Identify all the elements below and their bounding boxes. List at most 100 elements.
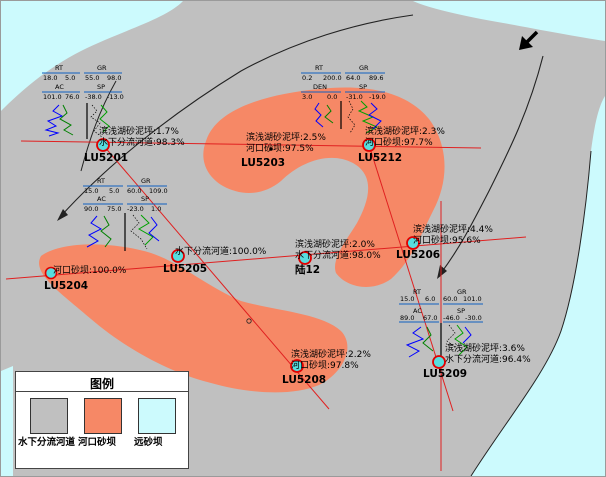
log-lu5205-sp-name: SP: [141, 195, 149, 203]
log-lu5201-gr-max: 98.0: [107, 74, 121, 82]
log-lu5201-rt-min: 18.0: [43, 74, 57, 82]
log-lu5209-gr-name: GR: [457, 288, 467, 296]
cyan-facies-top-left: [1, 1, 183, 111]
well-lu5209-note-2: 水下分流河道:96.4%: [445, 353, 531, 365]
well-lu12-name: 陆12: [295, 263, 320, 276]
well-lu5203-note-2: 河口砂坝:97.5%: [246, 142, 314, 154]
log-lu5212-gr-min: 64.0: [346, 74, 360, 82]
log-lu5205-gr-name: GR: [141, 177, 151, 185]
well-lu5205[interactable]: 水下分流河道:100.0% LU5205: [163, 245, 267, 275]
log-lu5205-rt-min: 15.0: [84, 187, 98, 195]
cyan-facies-bottom-left: [1, 366, 13, 476]
log-lu5212-sp-max: -19.0: [369, 93, 386, 101]
log-lu5201-ac-name: AC: [55, 83, 64, 91]
well-lu5206-note-2: 河口砂坝:95.6%: [413, 234, 481, 246]
well-lu5204-note-1: 河口砂坝:100.0%: [53, 264, 127, 276]
log-lu5212-gr-name: GR: [359, 64, 369, 72]
log-lu5209-ac-max: 67.0: [423, 314, 437, 322]
log-lu5201-gr-name: GR: [97, 64, 107, 72]
well-lu5208[interactable]: 滨浅湖砂泥坪:2.2% 河口砂坝:97.8% LU5208: [282, 348, 371, 386]
well-lu5206-name: LU5206: [396, 249, 440, 261]
well-lu5212-name: LU5212: [358, 152, 402, 164]
log-lu5212-rt-min: 0.2: [302, 74, 312, 82]
well-lu5201-name: LU5201: [84, 152, 128, 164]
log-lu5205-rt-name: RT: [97, 177, 105, 185]
log-lu5205-rt-max: 5.0: [109, 187, 119, 195]
boundary-curve-bottom-right: [470, 150, 592, 476]
log-lu5212-den-min: 3.0: [302, 93, 312, 101]
orange-facies-crescent: [203, 87, 445, 287]
well-lu12[interactable]: 滨浅湖砂泥坪:2.0% 水下分流河道:98.0% 陆12: [295, 238, 381, 276]
log-lu5209-rt-name: RT: [413, 288, 421, 296]
orange-facies-lower-lobe: [39, 244, 348, 393]
log-lu5201-ac-max: 76.0: [65, 93, 79, 101]
well-lu5201-note-2: 水下分流河道:98.3%: [99, 136, 185, 148]
boundary-curve-upper: [60, 14, 414, 217]
legend-swatch-cyan: [138, 398, 176, 434]
log-lu5205-sp-min: -23.0: [127, 205, 144, 213]
well-lu5204[interactable]: 河口砂坝:100.0% LU5204: [44, 264, 127, 292]
legend-title: 图例: [89, 377, 114, 391]
log-lu5212-rt-name: RT: [315, 64, 323, 72]
log-lu5201-rt-max: 5.0: [65, 74, 75, 82]
control-point: [246, 318, 252, 324]
well-lu5209[interactable]: 滨浅湖砂泥坪:3.6% 水下分流河道:96.4% LU5209: [423, 342, 531, 380]
log-lu5201-gr-min: 55.0: [85, 74, 99, 82]
log-lu5212-rt-max: 200.0: [323, 74, 342, 82]
boundary-arrow-upper: [57, 209, 68, 221]
cyan-facies-right: [471, 96, 605, 476]
legend-label-gray: 水下分流河道: [18, 437, 76, 448]
log-lu5209-rt-max: 6.0: [425, 295, 435, 303]
log-lu5205-ac-name: AC: [97, 195, 106, 203]
well-lu5205-note-1: 水下分流河道:100.0%: [175, 245, 267, 257]
boundary-curve-left: [80, 80, 117, 172]
well-lu12-note-2: 水下分流河道:98.0%: [295, 249, 381, 261]
boundary-arrow-right: [437, 265, 447, 279]
log-lu5209-sp-name: SP: [457, 307, 465, 315]
well-lu5208-name: LU5208: [282, 374, 326, 386]
well-lu5201[interactable]: 滨浅湖砂泥坪:1.7% 水下分流河道:98.3% LU5201: [84, 125, 185, 164]
well-lu5205-name: LU5205: [163, 263, 207, 275]
log-lu5212-sp-name: SP: [359, 83, 367, 91]
log-lu5205-sp-max: 1.0: [151, 205, 161, 213]
log-lu5212-gr-max: 89.6: [369, 74, 383, 82]
legend-swatch-orange: [84, 398, 122, 434]
legend-divider: [16, 391, 188, 392]
well-lu5203-note-1: 滨浅湖砂泥坪:2.5%: [246, 131, 326, 143]
log-lu5212-sp-min: -31.0: [346, 93, 363, 101]
well-lu5212[interactable]: 滨浅湖砂泥坪:2.3% 河口砂坝:97.7% LU5212: [358, 125, 445, 164]
log-lu5201-rt-name: RT: [55, 64, 63, 72]
log-lu5209-ac-min: 89.0: [400, 314, 414, 322]
well-lu5201-note-1: 滨浅湖砂泥坪:1.7%: [99, 125, 179, 137]
boundary-curve-right: [440, 55, 544, 274]
log-lu5209-ac-name: AC: [413, 307, 422, 315]
well-lu12-note-1: 滨浅湖砂泥坪:2.0%: [295, 238, 375, 250]
well-lu5209-name: LU5209: [423, 368, 467, 380]
log-lu5201-sp-max: -13.0: [107, 93, 124, 101]
log-lu5209-sp-max: -30.0: [465, 314, 482, 322]
log-lu5201-sp-min: -38.0: [85, 93, 102, 101]
log-lu5201-sp-name: SP: [97, 83, 105, 91]
log-panel-lu5209: RT GR 15.0 6.0 60.0 101.0 AC SP 89.0 67.…: [399, 288, 483, 359]
log-lu5212-den-name: DEN: [313, 83, 327, 91]
well-lu5203[interactable]: 滨浅湖砂泥坪:2.5% 河口砂坝:97.5% LU5203: [241, 131, 326, 169]
well-lu5203-name: LU5203: [241, 157, 285, 169]
well-lu5206-note-1: 滨浅湖砂泥坪:4.4%: [413, 223, 493, 235]
legend-swatch-gray: [30, 398, 68, 434]
log-lu5209-gr-max: 101.0: [463, 295, 482, 303]
log-lu5205-ac-min: 90.0: [84, 205, 98, 213]
section-line-2: [5, 236, 527, 280]
log-panel-lu5205: RT GR 15.0 5.0 60.0 109.0 AC SP 90.0 75.…: [83, 177, 168, 251]
log-lu5205-gr-min: 60.0: [127, 187, 141, 195]
log-lu5212-den-max: 0.0: [327, 93, 337, 101]
cyan-facies-top-right: [413, 1, 605, 41]
well-lu5206[interactable]: 滨浅湖砂泥坪:4.4% 河口砂坝:95.6% LU5206: [396, 223, 493, 261]
log-lu5209-rt-min: 15.0: [400, 295, 414, 303]
log-lu5201-ac-min: 101.0: [43, 93, 62, 101]
log-panel-lu5212: RT GR 0.2 200.0 64.0 89.6 DEN SP 3.0 0.0…: [301, 64, 386, 134]
log-lu5205-gr-max: 109.0: [149, 187, 168, 195]
legend-label-orange: 河口砂坝: [78, 437, 117, 448]
log-lu5209-sp-min: -46.0: [443, 314, 460, 322]
log-panel-lu5201: RT GR 18.0 5.0 55.0 98.0 AC SP 101.0 76.…: [42, 64, 124, 139]
